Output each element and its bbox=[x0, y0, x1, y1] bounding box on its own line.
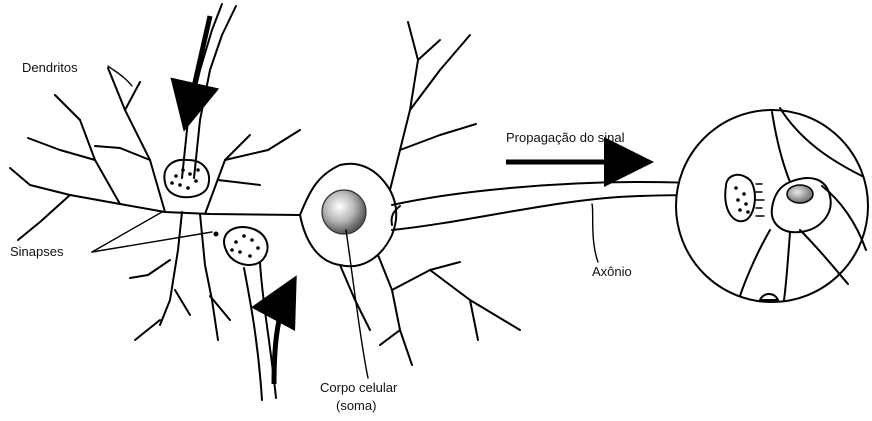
arrow-curved-up-icon bbox=[274, 284, 292, 384]
arrow-down-icon bbox=[186, 16, 210, 122]
synapse-lower bbox=[214, 227, 277, 400]
dendrites-soma bbox=[340, 22, 520, 365]
magnified-synapse bbox=[676, 108, 868, 302]
target-nucleus bbox=[787, 185, 813, 203]
label-corpo-celular: Corpo celular bbox=[320, 380, 398, 395]
soma bbox=[300, 164, 396, 267]
dendrites-left bbox=[10, 68, 300, 340]
synapse-upper bbox=[164, 4, 236, 197]
label-axonio: Axônio bbox=[592, 264, 632, 279]
label-sinapses: Sinapses bbox=[10, 244, 64, 259]
label-dendritos: Dendritos bbox=[22, 60, 78, 75]
nucleus bbox=[322, 190, 366, 234]
label-soma: (soma) bbox=[336, 398, 376, 413]
label-propagacao: Propagação do sinal bbox=[506, 130, 625, 145]
